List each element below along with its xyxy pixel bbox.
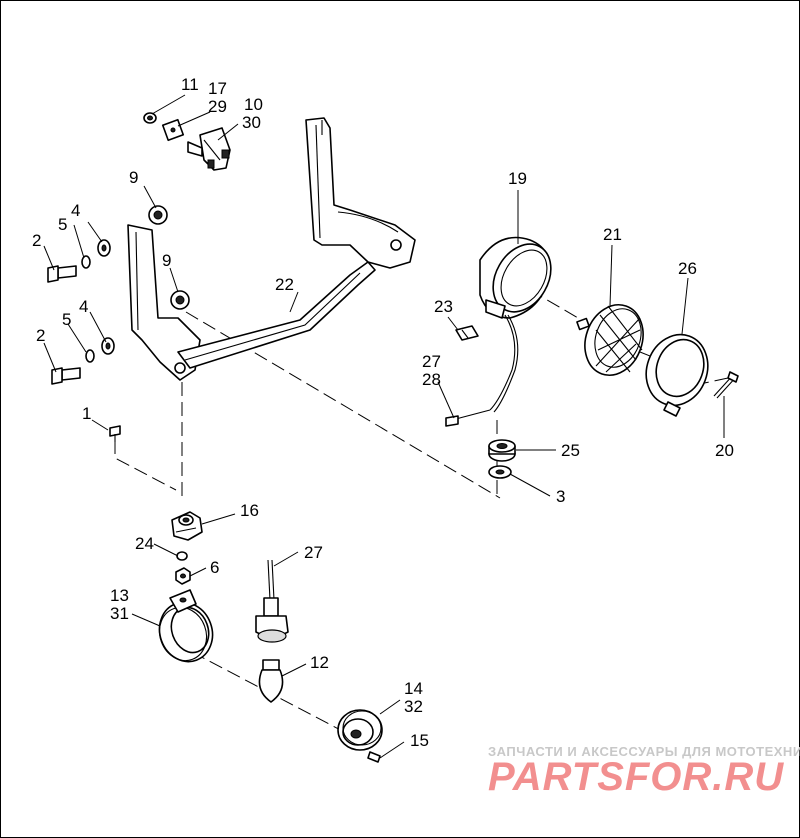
callout-19: 19 <box>508 169 527 188</box>
callout-9-upper: 9 <box>129 168 138 187</box>
callout-20: 20 <box>715 441 734 460</box>
callout-23: 23 <box>434 297 453 316</box>
wire-28 <box>445 409 491 427</box>
callout-32: 32 <box>404 697 423 716</box>
callout-21: 21 <box>603 225 622 244</box>
callout-12: 12 <box>310 653 329 672</box>
watermark: ЗАПЧАСТИ И АКСЕССУАРЫ ДЛЯ МОТОТЕХНИКИ PA… <box>488 744 800 799</box>
callout-25: 25 <box>561 441 580 460</box>
leader-lines <box>43 94 725 759</box>
callout-3: 3 <box>556 487 565 506</box>
callout-9-lower: 9 <box>162 251 171 270</box>
callout-26: 26 <box>678 259 697 278</box>
callout-4-upper: 4 <box>71 201 80 220</box>
cap-14 <box>337 709 383 751</box>
callout-17: 17 <box>208 79 227 98</box>
callout-24: 24 <box>135 534 154 553</box>
callout-16: 16 <box>240 501 259 520</box>
callout-13: 13 <box>110 586 129 605</box>
callout-22: 22 <box>275 275 294 294</box>
watermark-tagline: ЗАПЧАСТИ И АКСЕССУАРЫ ДЛЯ МОТОТЕХНИКИ <box>488 744 800 759</box>
callout-4-lower: 4 <box>79 297 88 316</box>
assembly-line-screw-1 <box>114 440 177 491</box>
callout-27-lower: 27 <box>304 543 323 562</box>
spacers-9 <box>148 205 190 310</box>
grommet-25 <box>488 439 516 462</box>
callout-15: 15 <box>410 731 429 750</box>
main-bracket <box>127 117 416 381</box>
clamp-16 <box>171 511 203 541</box>
switch-group <box>143 112 231 171</box>
callout-11: 11 <box>181 75 199 94</box>
washer-3 <box>488 465 512 479</box>
callout-5-lower: 5 <box>62 310 71 329</box>
trim-ring-26 <box>645 333 709 417</box>
callout-2-lower: 2 <box>36 326 45 345</box>
callout-30: 30 <box>242 113 261 132</box>
nut-6 <box>175 567 191 585</box>
socket-27 <box>255 559 289 643</box>
lamp-housing-13 <box>158 589 214 663</box>
lamp-shell-19 <box>479 236 552 413</box>
callout-29: 29 <box>208 97 227 116</box>
callouts: 11 17 29 10 30 9 4 5 2 9 22 4 5 2 1 16 2… <box>32 75 734 750</box>
upper-bolt-set <box>47 239 111 283</box>
screw-15 <box>367 751 381 763</box>
connector-23 <box>455 325 479 341</box>
bulb-12 <box>258 659 284 703</box>
washer-24 <box>176 551 188 561</box>
callout-1: 1 <box>82 404 91 423</box>
lower-bolt-set <box>51 337 115 385</box>
watermark-brand: PARTSFOR.RU <box>488 755 784 799</box>
callout-14: 14 <box>404 679 423 698</box>
screw-20 <box>713 371 739 399</box>
callout-6: 6 <box>210 558 219 577</box>
screw-1 <box>109 425 121 442</box>
callout-2-upper: 2 <box>32 231 41 250</box>
callout-10: 10 <box>244 95 263 114</box>
callout-27-upper: 27 <box>422 352 441 371</box>
sealed-beam-21 <box>576 304 644 376</box>
callout-28: 28 <box>422 370 441 389</box>
callout-31: 31 <box>110 604 129 623</box>
callout-5-upper: 5 <box>58 215 67 234</box>
